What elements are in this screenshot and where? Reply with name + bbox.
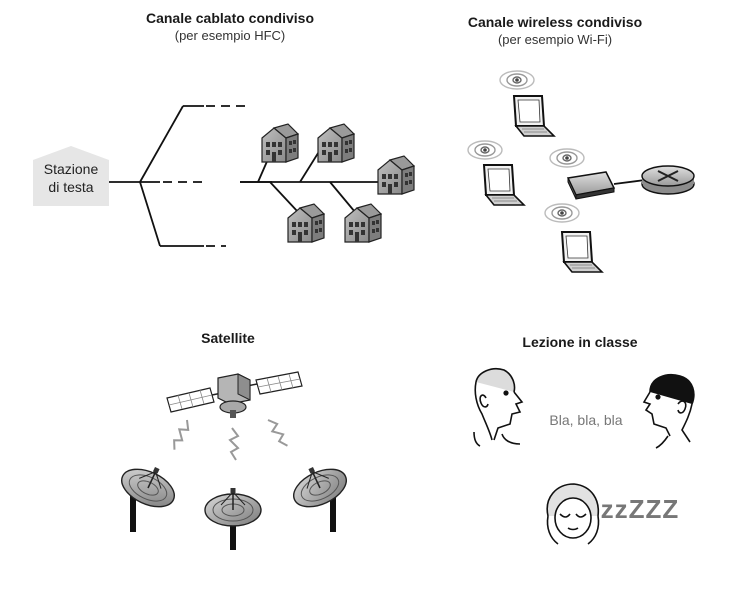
wireless-network bbox=[467, 70, 695, 273]
cable-dashes bbox=[163, 105, 246, 247]
dish-left bbox=[115, 455, 184, 532]
snore-text: zzZZZ bbox=[600, 494, 680, 524]
cable-network bbox=[109, 105, 400, 247]
dish-center bbox=[204, 487, 262, 550]
house-icon bbox=[344, 203, 382, 243]
speech-text: Bla, bla, bla bbox=[549, 412, 623, 428]
router-icon bbox=[641, 165, 695, 195]
satellite-dish-icon bbox=[204, 487, 262, 527]
laptop-icon bbox=[561, 231, 603, 273]
sleeping-face-icon bbox=[546, 483, 600, 545]
cable-subtitle: (per esempio HFC) bbox=[174, 28, 286, 43]
classroom-title: Lezione in classe bbox=[522, 334, 638, 350]
access-point-icon bbox=[566, 171, 616, 200]
signal-bolt-icon bbox=[168, 418, 194, 452]
wifi-waves-icon bbox=[544, 203, 580, 223]
headend-label: Stazione di testa bbox=[34, 160, 108, 196]
headend-building bbox=[33, 146, 109, 206]
headend-label-line1: Stazione bbox=[43, 161, 99, 177]
wifi-waves-icon bbox=[499, 70, 535, 90]
wifi-waves-icon bbox=[549, 148, 585, 168]
signal-bolt-icon bbox=[229, 427, 239, 461]
student-face-icon bbox=[642, 374, 695, 449]
wifi-waves-icon bbox=[467, 140, 503, 160]
house-icon bbox=[377, 155, 415, 195]
satellite-title: Satellite bbox=[201, 330, 255, 346]
house-icon bbox=[287, 203, 325, 243]
wireless-title: Canale wireless condiviso bbox=[467, 14, 643, 30]
satellite-dish-icon bbox=[284, 455, 353, 516]
satellite-dish-icon bbox=[115, 455, 184, 516]
satellite-icon bbox=[166, 371, 303, 418]
signal-bolt-icon bbox=[265, 416, 291, 450]
cable-title: Canale cablato condiviso bbox=[145, 10, 315, 26]
teacher-face-icon bbox=[473, 367, 524, 447]
house-icon bbox=[317, 123, 355, 163]
laptop-icon bbox=[513, 95, 555, 137]
dish-right bbox=[284, 455, 353, 532]
laptop-icon bbox=[483, 164, 525, 206]
headend-label-line2: di testa bbox=[48, 179, 94, 195]
house-icon bbox=[261, 123, 299, 163]
wireless-subtitle: (per esempio Wi-Fi) bbox=[497, 32, 613, 47]
